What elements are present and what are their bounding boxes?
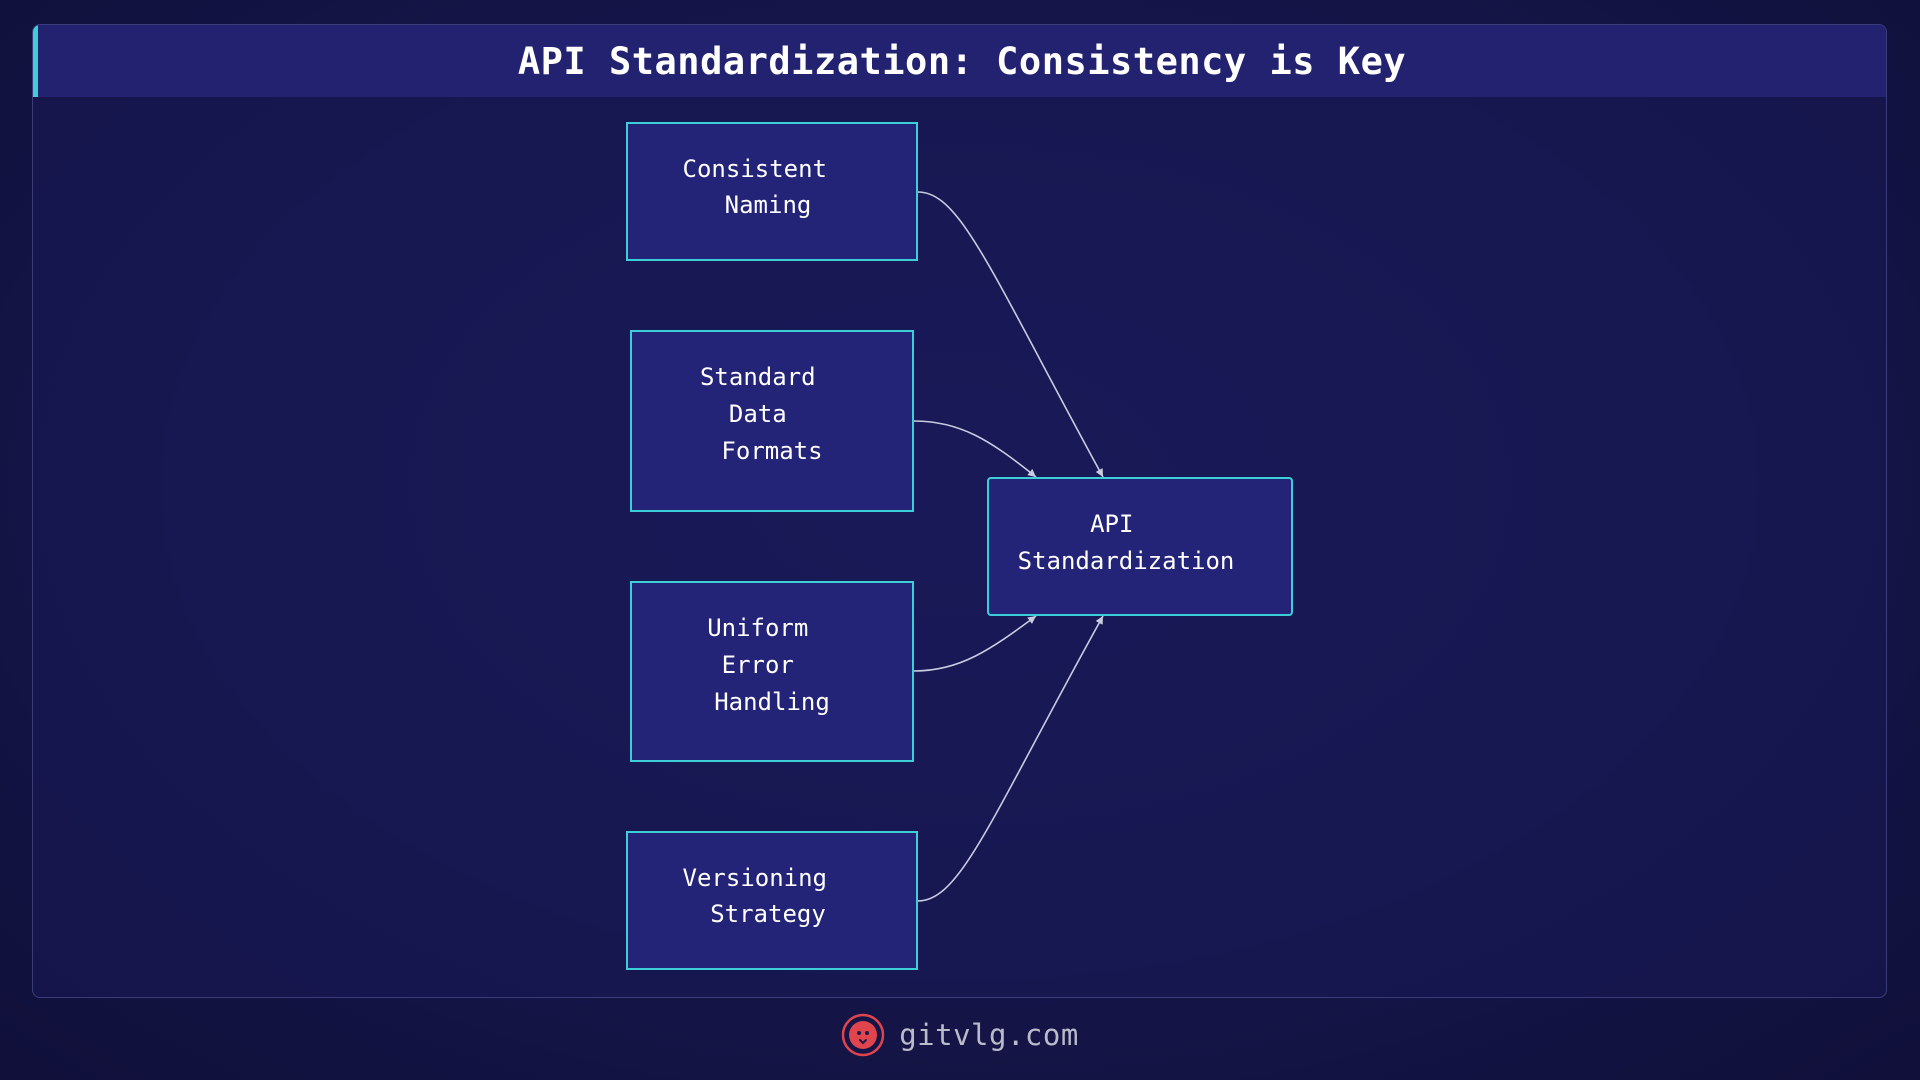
node-standard-data-formats: Standard Data Formats: [630, 330, 914, 512]
node-box: [630, 330, 914, 512]
node-label-line: Standardization: [1018, 547, 1235, 575]
node-label-line: Error: [722, 651, 794, 679]
node-box: [987, 477, 1293, 616]
node-label-line: Naming: [725, 191, 812, 219]
svg-text:API Standardization: API Standardization: [1018, 510, 1235, 575]
node-label-line: Formats: [721, 437, 822, 465]
node-consistent-naming: Consistent Naming: [626, 122, 918, 261]
diagram-panel: API Standardization: Consistency is Key: [32, 24, 1887, 998]
node-label-line: Data: [729, 400, 787, 428]
node-label-line: Strategy: [710, 900, 826, 928]
edges-layer: [913, 191, 1104, 902]
node-label-line: Consistent: [683, 155, 828, 183]
page-title: API Standardization: Consistency is Key: [517, 39, 1407, 83]
svg-text:Consistent Naming: Consistent Naming: [683, 155, 842, 219]
footer: gitvlg.com: [0, 1010, 1920, 1060]
edge-errors-to-api: [913, 615, 1037, 672]
node-label-line: Handling: [714, 688, 830, 716]
node-box: [630, 581, 914, 762]
node-versioning-strategy: Versioning Strategy: [626, 831, 918, 970]
svg-text:Standard Data Form: Standard Data Formats: [700, 363, 830, 465]
edge-formats-to-api: [913, 420, 1037, 478]
node-label-line: Versioning: [683, 864, 828, 892]
node-api-standardization: API Standardization: [987, 477, 1293, 616]
title-bar: API Standardization: Consistency is Key: [33, 25, 1886, 97]
node-label-line: Uniform: [707, 614, 808, 642]
edge-versioning-to-api: [917, 615, 1104, 902]
footer-site-link[interactable]: gitvlg.com: [899, 1018, 1079, 1052]
edge-naming-to-api: [917, 191, 1104, 478]
node-uniform-error-handling: Uniform Error Handling: [630, 581, 914, 762]
svg-text:Versioning Strategy: Versioning Strategy: [683, 864, 842, 928]
node-label-line: Standard: [700, 363, 816, 391]
lion-head-icon: [841, 1013, 885, 1057]
node-box: [626, 122, 918, 261]
node-label-line: API: [1090, 510, 1133, 538]
node-box: [626, 831, 918, 970]
svg-text:Uniform Error Hand: Uniform Error Handling: [707, 614, 830, 716]
